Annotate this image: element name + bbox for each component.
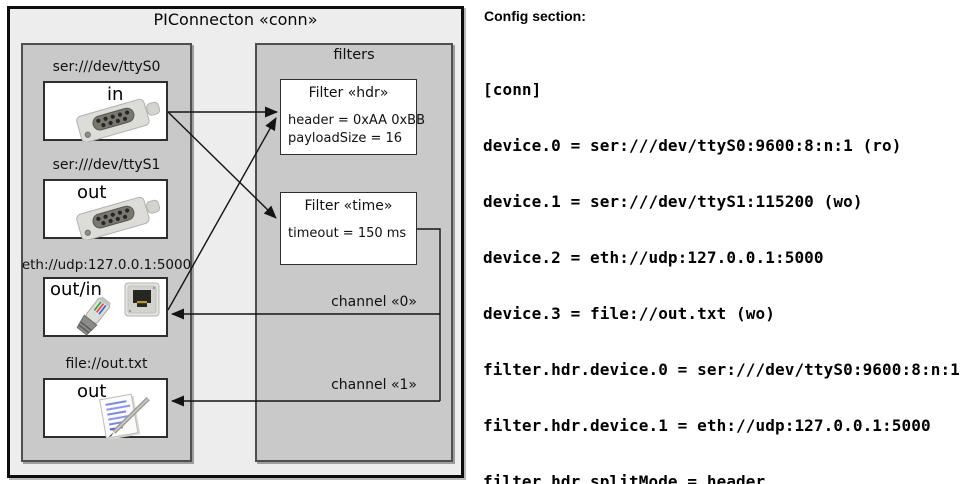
device-label-eth: eth://udp:127.0.0.1:5000 (21, 257, 192, 273)
config-line: device.2 = eth://udp:127.0.0.1:5000 (483, 248, 824, 268)
filter-property: header = 0xAA 0xBB (288, 113, 426, 128)
config-line: filter.hdr.device.0 = ser:///dev/ttyS0:9… (483, 360, 960, 380)
filter-box-time: Filter «time» timeout = 150 ms (280, 192, 417, 265)
component-title: PIConnecton «conn» (153, 10, 318, 29)
device-port-label: out/in (50, 279, 102, 300)
config-line: device.0 = ser:///dev/ttyS0:9600:8:n:1 (… (483, 136, 902, 156)
device-label-file: file://out.txt (65, 356, 148, 372)
config-section-heading: Config section: (484, 8, 586, 24)
filter-properties: timeout = 150 ms (288, 225, 416, 243)
device-box-ttys1: out (43, 179, 168, 240)
notepad-icon (99, 393, 150, 439)
config-line: filter.hdr.device.1 = eth://udp:127.0.0.… (483, 416, 931, 436)
config-text-block: [conn] device.0 = ser:///dev/ttyS0:9600:… (483, 44, 964, 484)
config-line: [conn] (483, 80, 542, 100)
ethernet-cable-icon (76, 296, 111, 336)
filter-title: Filter «hdr» (308, 85, 389, 101)
device-box-ttys0: in (43, 81, 168, 142)
device-port-label: out (77, 381, 107, 402)
device-box-file: out (43, 378, 168, 439)
channel-0-label: channel «0» (331, 294, 417, 310)
device-port-label: out (77, 182, 107, 203)
filter-title: Filter «time» (304, 198, 393, 214)
filter-properties: header = 0xAA 0xBB payloadSize = 16 (288, 112, 426, 147)
device-label-ttys0: ser:///dev/ttyS0 (52, 59, 161, 75)
filters-panel-title: filters (333, 47, 375, 63)
ethernet-jack-icon (124, 282, 160, 317)
filter-property: payloadSize = 16 (288, 130, 403, 146)
serial-connector-icon (76, 98, 161, 142)
config-line: device.1 = ser:///dev/ttyS1:115200 (wo) (483, 192, 863, 212)
config-line: device.3 = file://out.txt (wo) (483, 304, 775, 324)
filter-property: timeout = 150 ms (288, 226, 407, 241)
channel-1-label: channel «1» (331, 377, 417, 393)
device-port-label: in (107, 84, 124, 105)
serial-connector-icon (76, 196, 161, 240)
filter-box-hdr: Filter «hdr» header = 0xAA 0xBB payloadS… (280, 79, 426, 155)
config-line: filter.hdr.splitMode = header (483, 472, 766, 484)
device-box-eth: out/in (43, 277, 168, 337)
device-label-ttys1: ser:///dev/ttyS1 (52, 157, 161, 173)
